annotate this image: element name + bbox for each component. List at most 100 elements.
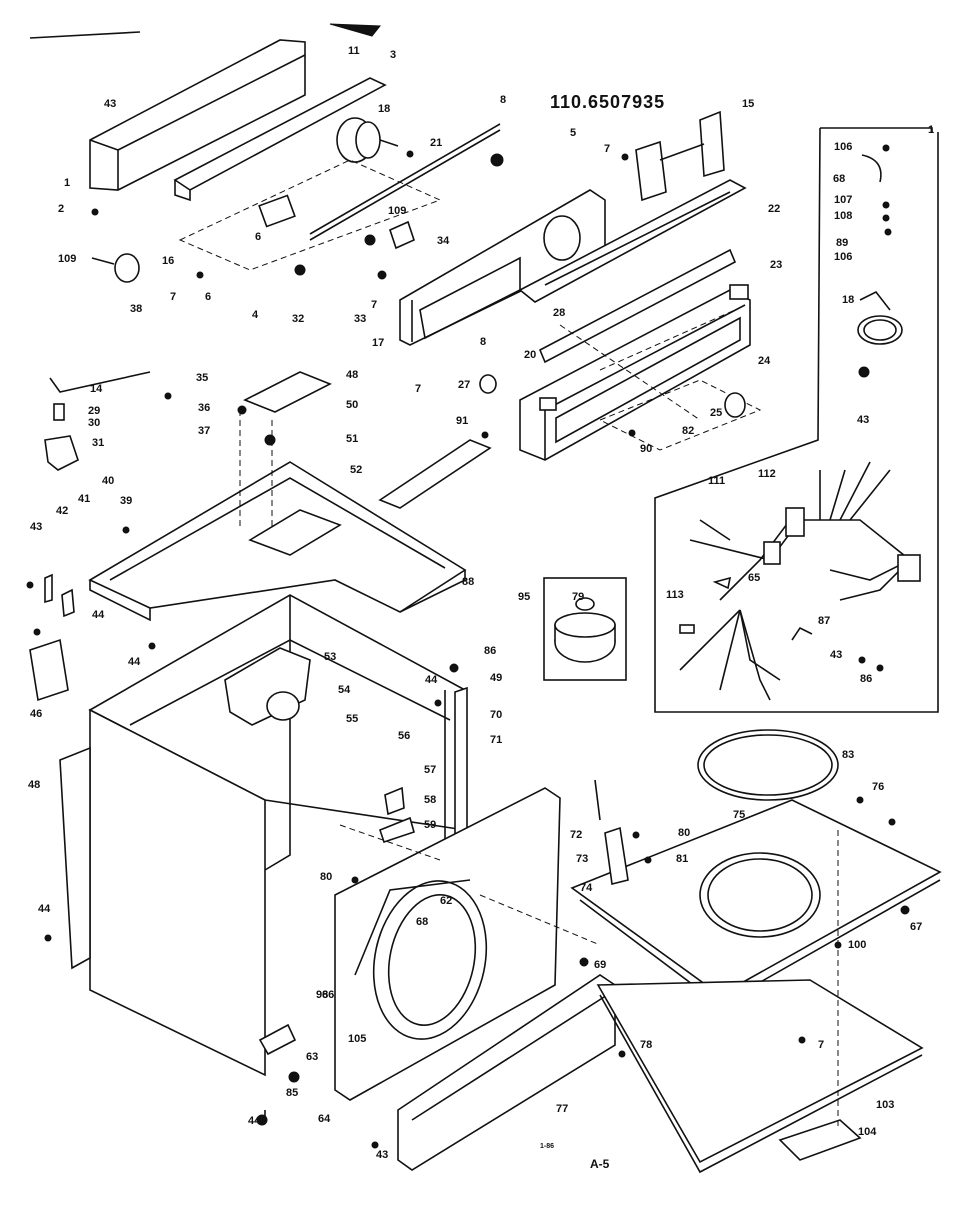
part-label: 79: [572, 591, 584, 603]
motor-95: [554, 597, 616, 663]
part-label: 14: [90, 383, 103, 395]
part-label: 111: [708, 475, 725, 487]
part-label: 88: [462, 576, 474, 588]
part-label: 58: [424, 794, 436, 806]
switch-34: [389, 220, 415, 250]
part-label: 18: [378, 103, 390, 115]
bumper-30: [53, 403, 65, 421]
wiring-inset-border: [654, 127, 939, 713]
part-label: 43: [376, 1149, 388, 1161]
bottom-panel-edge: [599, 994, 923, 1174]
part-label: 40: [102, 475, 114, 487]
part-label: 63: [306, 1051, 318, 1063]
part-label: 89: [836, 237, 848, 249]
console-rail: [173, 77, 387, 202]
part-label: 24: [758, 355, 771, 367]
part-label: 98: [316, 989, 328, 1001]
part-label: 90: [640, 443, 652, 455]
part-label: 48: [346, 369, 358, 381]
part-label: 2: [58, 203, 64, 215]
part-label: 86: [860, 673, 872, 685]
part-label: 1: [928, 124, 934, 136]
bracket-15: [635, 110, 725, 202]
part-label: 59: [424, 819, 436, 831]
part-label: 77: [556, 1103, 568, 1115]
inset-border-top: [820, 127, 933, 132]
part-label: 83: [842, 749, 854, 761]
part-label: 68: [833, 173, 845, 185]
timer-motor: [336, 117, 399, 163]
part-label: 7: [371, 299, 377, 311]
part-label: 80: [320, 871, 332, 883]
part-label: 109: [58, 253, 76, 265]
alignment-lines: [339, 309, 839, 1130]
part-label: 64: [318, 1113, 331, 1125]
part-label: 16: [162, 255, 174, 267]
part-label: 17: [372, 337, 384, 349]
part-label: 80: [678, 827, 690, 839]
part-label: 52: [350, 464, 362, 476]
part-label: 8: [480, 336, 486, 348]
part-label: 44: [128, 656, 141, 668]
part-number-labels: 1123456677777881114151617181820212223242…: [28, 45, 934, 1161]
part-label: 3: [390, 49, 396, 61]
page-reference: A-5: [590, 1157, 610, 1171]
part-label: 44: [425, 674, 438, 686]
belt-83: [697, 729, 839, 801]
clip-42: [44, 573, 53, 604]
part-label: 4: [252, 309, 259, 321]
part-label: 112: [758, 468, 776, 480]
part-label: 87: [818, 615, 830, 627]
foot-63: [258, 1023, 297, 1056]
part-label: 33: [354, 313, 366, 325]
part-label: 7: [604, 143, 610, 155]
part-label: 109: [388, 205, 406, 217]
part-label: 29: [88, 405, 100, 417]
toe-panel-77: [397, 974, 616, 1171]
part-label: 43: [857, 414, 869, 426]
console-front-23: [519, 284, 751, 461]
part-label: 54: [338, 684, 351, 696]
spring-72: [594, 779, 601, 821]
foot-104: [778, 1119, 862, 1161]
part-label: 95: [518, 591, 530, 603]
motor-inset-box: [543, 577, 627, 681]
part-label: 15: [742, 98, 754, 110]
toe-panel-edge: [411, 989, 616, 1121]
part-label: 18: [842, 294, 854, 306]
part-label: 31: [92, 437, 104, 449]
part-label: 68: [416, 916, 428, 928]
footer-code: 1-86: [540, 1143, 554, 1150]
part-label: 7: [415, 383, 421, 395]
terminal-65: [712, 576, 732, 590]
switch-bracket-outline: [598, 379, 762, 451]
part-label: 53: [324, 651, 336, 663]
console-shaft-edge: [309, 123, 501, 235]
part-label: 65: [748, 572, 760, 584]
part-label: 103: [876, 1099, 894, 1111]
spring-52: [378, 439, 492, 509]
part-label: 62: [440, 895, 452, 907]
part-label: 37: [198, 425, 210, 437]
part-label: 7: [170, 291, 176, 303]
lid-48: [243, 371, 332, 413]
part-label: 73: [576, 853, 588, 865]
part-label: 55: [346, 713, 358, 725]
header-scratch-mark: [29, 31, 141, 39]
part-label: 43: [30, 521, 42, 533]
part-label: 51: [346, 433, 358, 445]
part-label: 70: [490, 709, 502, 721]
part-label: 44: [92, 609, 105, 621]
gear-motor-38: [91, 253, 140, 283]
base-plate-75: [570, 799, 942, 1006]
part-label: 42: [56, 505, 68, 517]
part-label: 27: [458, 379, 470, 391]
console-backsplash: [89, 39, 306, 191]
part-label: 66: [322, 989, 334, 1001]
model-number: 110.6507935: [550, 92, 665, 112]
part-label: 25: [710, 407, 722, 419]
clamp-68: [861, 154, 882, 183]
part-label: 6: [205, 291, 211, 303]
part-label: 44: [38, 903, 51, 915]
